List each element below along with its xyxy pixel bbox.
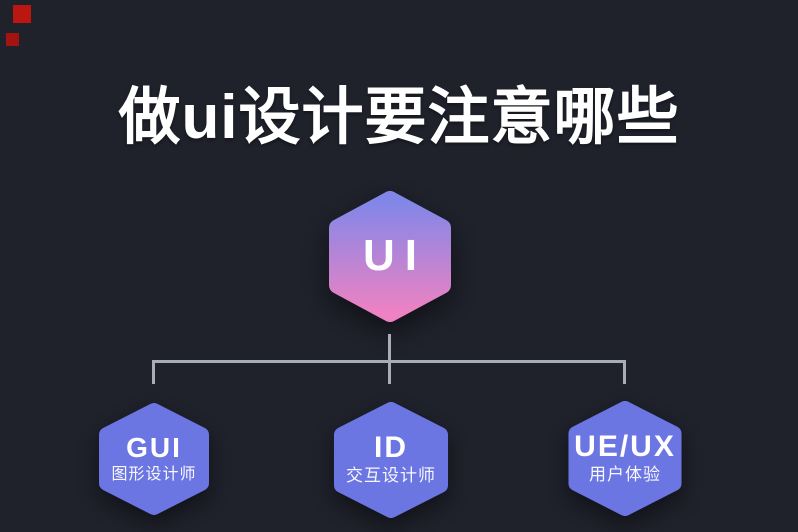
node-gui-text: GUI 图形设计师	[99, 402, 209, 516]
connector-drop-center	[388, 360, 391, 384]
connector-drop-right	[623, 360, 626, 384]
node-id-text: ID 交互设计师	[333, 402, 449, 518]
node-hexagon-icon	[99, 403, 209, 515]
node-hexagon-icon	[568, 401, 682, 516]
hexagon-shape	[333, 402, 449, 518]
connector-drop-left	[152, 360, 155, 384]
node-id-subtitle: 交互设计师	[346, 466, 436, 486]
hexagon-shape	[568, 401, 682, 516]
node-gui-subtitle: 图形设计师	[111, 465, 197, 483]
root-node-ui: UI	[329, 191, 451, 322]
corner-mark-icon	[13, 5, 31, 23]
corner-mark-icon	[6, 33, 19, 46]
node-gui-label: GUI	[126, 431, 182, 463]
hexagon-shape	[99, 403, 209, 515]
hexagon-shape	[329, 191, 451, 322]
root-node-label: UI	[363, 230, 427, 280]
node-gui: GUI 图形设计师	[99, 402, 209, 516]
page-title: 做ui设计要注意哪些	[118, 83, 680, 152]
connector-stem	[388, 334, 391, 362]
node-ueux-label: UE/UX	[574, 429, 676, 463]
node-ueux-text: UE/UX 用户体验	[567, 401, 683, 516]
node-ueux: UE/UX 用户体验	[567, 401, 683, 516]
node-ueux-subtitle: 用户体验	[589, 464, 661, 484]
node-hexagon-icon	[333, 402, 449, 518]
root-hexagon-icon	[329, 191, 451, 322]
node-id: ID 交互设计师	[333, 402, 449, 518]
node-id-label: ID	[374, 431, 408, 465]
